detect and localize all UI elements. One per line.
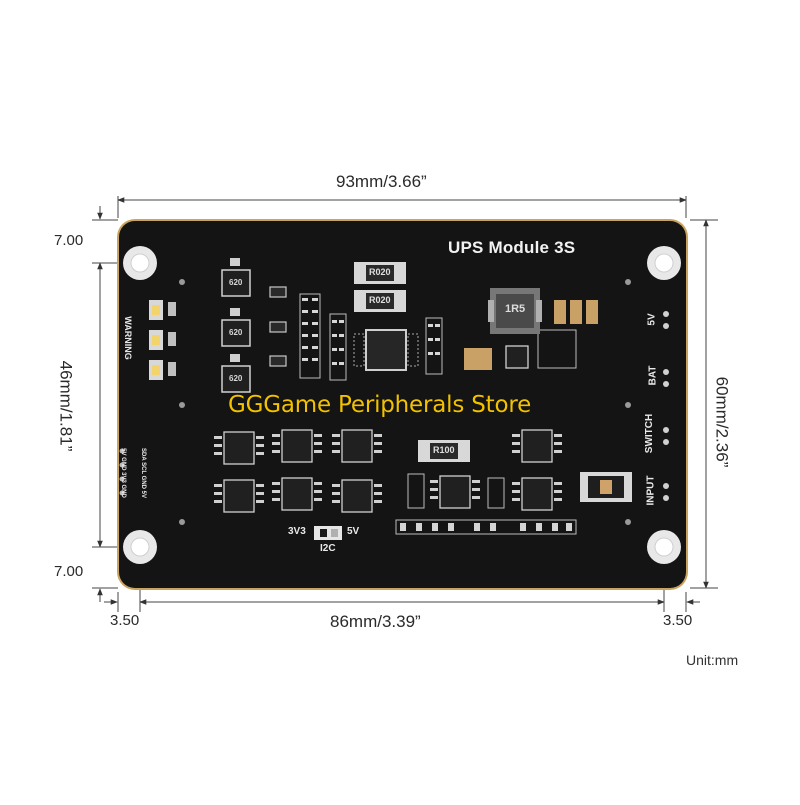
mounting-hole-bl: [130, 537, 150, 557]
main-ic: [353, 329, 419, 371]
resistor-array-pads: [302, 298, 440, 365]
right-edge-offset-label: 3.50: [663, 612, 693, 629]
port-input-label: INPUT: [645, 475, 657, 506]
unit-label: Unit:mm: [686, 652, 739, 668]
bottom-hole-spacing-label: 86mm/3.39”: [330, 612, 421, 631]
store-watermark: GGGame Peripherals Store: [228, 392, 532, 418]
inductor-label: 1R5: [505, 303, 526, 315]
right-height-label: 60mm/2.36”: [712, 376, 732, 468]
bottom-passives: [395, 473, 577, 535]
i2c-header-pins: [119, 448, 125, 496]
jumper-5v-label: 5V: [347, 526, 360, 537]
mounting-holes: [123, 246, 681, 564]
port-switch-label: SWITCH: [644, 413, 656, 454]
top-width-label: 93mm/3.66”: [336, 172, 427, 191]
sense-resistors: [354, 262, 470, 462]
vias: [179, 279, 631, 525]
left-edge-offset-label: 3.50: [110, 612, 140, 629]
header-row2-label: SDA SCL GND 5V: [140, 447, 147, 499]
sot-parts: [269, 286, 287, 367]
resistor-label-3: R100: [433, 445, 455, 455]
mounting-hole-tr: [654, 253, 674, 273]
top-offset-label: 7.00: [54, 232, 84, 249]
part-label-3: 620: [229, 374, 243, 383]
port-5v-label: 5V: [646, 313, 658, 326]
left-hole-spacing-label: 46mm/1.81”: [56, 360, 76, 452]
pcb-board: [117, 219, 688, 590]
bottom-passive-pads: [400, 523, 572, 531]
so8-pins: [214, 434, 562, 503]
part-label-2: 620: [229, 328, 243, 337]
bottom-offset-label: 7.00: [54, 563, 84, 580]
capacitors: [464, 300, 598, 370]
resistor-label-1: R020: [369, 267, 391, 277]
input-diode: [580, 472, 632, 502]
part-label-1: 620: [229, 278, 243, 287]
mounting-hole-br: [654, 537, 674, 557]
resistor-arrays: [299, 293, 577, 381]
dimension-lines: [92, 196, 718, 612]
mounting-hole-tl: [130, 253, 150, 273]
i2c-label: I2C: [320, 543, 336, 554]
inductor: [488, 288, 542, 334]
port-bat-label: BAT: [647, 365, 659, 386]
resistor-label-2: R020: [369, 295, 391, 305]
header-row1-label: 5V GND 3V3 GND: [119, 448, 126, 498]
warning-label: WARNING: [122, 316, 133, 360]
jumper-3v3-label: 3V3: [288, 526, 306, 537]
right-port-pins: [663, 311, 669, 501]
so8-packages: [223, 345, 553, 513]
warning-leds: [149, 300, 176, 380]
board-title: UPS Module 3S: [448, 238, 576, 257]
i2c-jumper: [314, 526, 342, 540]
small-parts: [221, 258, 251, 393]
